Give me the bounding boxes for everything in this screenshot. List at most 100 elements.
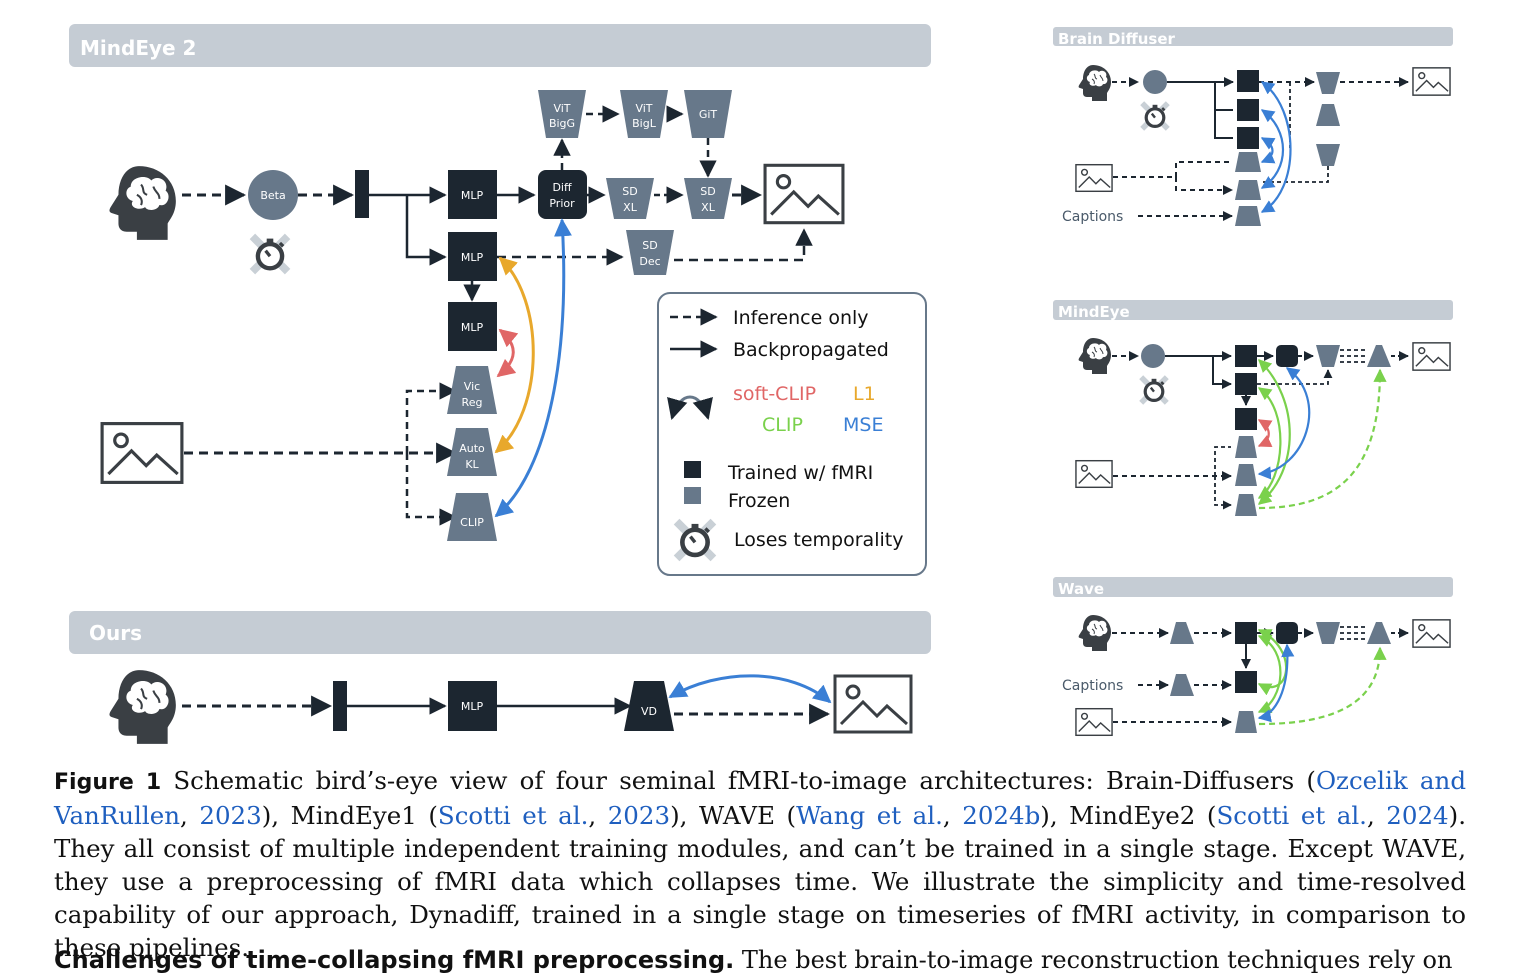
caption-sep-3: , — [942, 801, 963, 830]
wave-captions-label: Captions — [1062, 678, 1123, 694]
bd-trained-node-3 — [1237, 127, 1259, 149]
caption-text-5: ). They all consist of multiple independ… — [54, 801, 1466, 962]
clip-node-label: CLIP — [460, 516, 484, 529]
legend-frozen-swatch — [684, 487, 701, 504]
vit-bigl-label-2: BigL — [632, 117, 657, 130]
vicreg-node — [447, 366, 497, 414]
citation-scotti-2024-year[interactable]: 2024 — [1386, 801, 1449, 830]
me-output-image-icon — [1412, 342, 1451, 371]
mindeye2-title-bar — [69, 24, 931, 67]
caption-sep-1: , — [180, 801, 200, 830]
caption-text-1: Schematic bird’s-eye view of four semina… — [161, 766, 1316, 795]
bd-mse-arrow-2 — [1260, 109, 1284, 189]
legend: Inference only Backpropagated soft-CLIP … — [657, 292, 927, 576]
sd-dec-label-1: SD — [642, 239, 657, 252]
citation-ozcelik[interactable]: Ozcelik and VanRullen — [54, 766, 1466, 830]
bd-captions-label: Captions — [1062, 209, 1123, 225]
vicreg-label-1: Vic — [464, 380, 480, 393]
brain-diffuser-title-bar — [1053, 27, 1453, 46]
ours-panel: Ours MLP VD — [69, 611, 931, 745]
git-label: GiT — [699, 108, 718, 121]
wave-trained-node-2 — [1235, 671, 1257, 693]
me-vd-node — [1316, 345, 1340, 367]
legend-trained: Trained w/ fMRI — [727, 462, 873, 484]
sd-dec-label-2: Dec — [639, 255, 660, 268]
me-mlp-node-2 — [1235, 373, 1257, 395]
wave-title: Wave — [1058, 580, 1104, 598]
me-decoder-node — [1367, 345, 1391, 367]
me-stimulus-image-icon — [1075, 459, 1113, 489]
sdxl-label-2a: SD — [700, 185, 715, 198]
me-soft-clip-arrow — [1257, 419, 1273, 448]
wave-stimulus-image-icon — [1075, 707, 1113, 737]
mindeye-panel: MindEye — [1053, 300, 1453, 516]
bd-brain-head-icon — [1078, 64, 1112, 102]
autokl-label-1: Auto — [459, 442, 485, 455]
caption-sep-4: , — [1366, 801, 1387, 830]
me-brain-head-icon — [1078, 337, 1112, 375]
ours-brain-head-icon — [108, 669, 177, 745]
me-frozen-node-2 — [1235, 464, 1257, 486]
mlp-label-2: MLP — [461, 251, 484, 264]
mindeye-title: MindEye — [1058, 303, 1130, 321]
me-stopwatch-icon — [1141, 377, 1167, 403]
ours-mlp-label: MLP — [461, 700, 484, 713]
wave-trained-node-1 — [1235, 622, 1257, 644]
caption-text-3: ), WAVE ( — [670, 801, 797, 830]
legend-box — [657, 292, 927, 576]
sdxl-label-1a: SD — [622, 185, 637, 198]
architecture-figure: MindEye 2 Beta MLP MLP MLP Diff Prior Vi… — [69, 24, 1453, 745]
bd-vd-node-bottom — [1316, 144, 1340, 166]
next-paragraph-text: The best brain-to-image reconstruction t… — [734, 946, 1453, 974]
bd-trained-node-2 — [1237, 99, 1259, 121]
sdxl-label-1b: XL — [623, 201, 638, 214]
bd-vd-node-top — [1316, 104, 1340, 126]
citation-scotti-2023[interactable]: Scotti et al. — [437, 801, 589, 830]
wave-title-bar — [1053, 577, 1453, 597]
me-mse-arrow — [1257, 367, 1311, 480]
sdxl-node-2 — [684, 178, 732, 219]
me-clip-arrow-1 — [1257, 359, 1291, 505]
citation-scotti-2023-year[interactable]: 2023 — [607, 801, 671, 830]
mlp-node-2 — [448, 232, 497, 281]
brain-diffuser-title: Brain Diffuser — [1058, 30, 1176, 48]
wave-encoder-node — [1170, 622, 1194, 644]
figure-label: Figure 1 — [54, 770, 162, 795]
ours-vd-label: VD — [641, 705, 657, 718]
wave-decoder-node — [1367, 622, 1391, 644]
citation-wang[interactable]: Wang et al. — [796, 801, 943, 830]
citation-wang-year[interactable]: 2024b — [962, 801, 1041, 830]
wave-panel: Wave Captions — [1053, 577, 1453, 737]
mlp-label-1: MLP — [461, 189, 484, 202]
autokl-node — [447, 428, 497, 476]
citation-ozcelik-year[interactable]: 2023 — [199, 801, 262, 830]
diff-prior-label-2: Prior — [549, 197, 575, 210]
legend-l1: L1 — [853, 383, 876, 405]
mindeye2-panel: MindEye 2 Beta MLP MLP MLP Diff Prior Vi… — [69, 24, 931, 576]
figure-caption: Figure 1 Schematic bird’s-eye view of fo… — [54, 764, 1466, 964]
diff-prior-label-1: Diff — [552, 181, 572, 194]
vit-bigg-label-2: BigG — [549, 117, 575, 130]
clip-node — [447, 493, 497, 541]
vit-bigg-node — [538, 90, 586, 138]
bd-stimulus-image-icon — [1075, 163, 1113, 193]
legend-frozen: Frozen — [728, 490, 790, 512]
ours-mlp-node — [448, 681, 497, 731]
wave-clip-dashed-arrow — [1258, 646, 1387, 726]
mindeye2-title: MindEye 2 — [80, 36, 196, 60]
ours-vd-node — [624, 681, 674, 731]
caption-sep-2: , — [588, 801, 608, 830]
wave-vd-node — [1316, 622, 1340, 644]
bd-stopwatch-icon — [1142, 103, 1168, 129]
wave-diff-prior-node — [1276, 622, 1298, 644]
ours-title-bar — [69, 611, 931, 654]
legend-stopwatch-icon — [677, 522, 714, 559]
wave-caption-encoder-node — [1170, 674, 1194, 696]
mlp-label-3: MLP — [461, 321, 484, 334]
ours-output-image-icon — [833, 674, 913, 734]
citation-scotti-2024[interactable]: Scotti et al. — [1216, 801, 1367, 830]
me-beta-node — [1141, 344, 1165, 368]
l1-loss-arrow — [494, 256, 535, 454]
legend-mse: MSE — [843, 414, 883, 436]
me-diff-prior-node — [1276, 345, 1298, 367]
